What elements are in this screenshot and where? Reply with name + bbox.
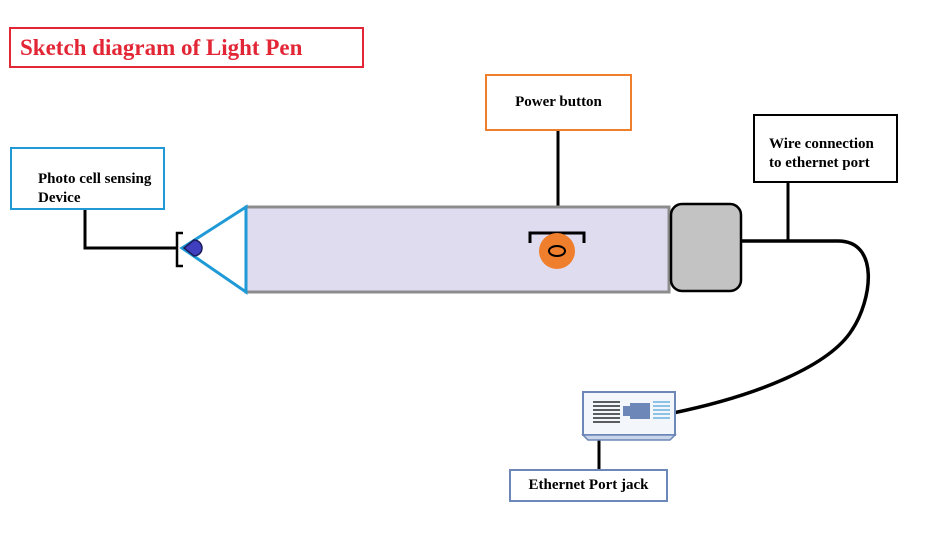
photo-cell-label-line2: Device xyxy=(38,190,81,206)
wire-connection-label: Wire connection to ethernet port xyxy=(753,114,898,183)
ethernet-jack-icon xyxy=(581,391,677,441)
sensor-bracket xyxy=(175,231,183,268)
pen-cap xyxy=(669,202,743,293)
power-button-ring xyxy=(548,245,566,257)
photo-cell-label-line1: Photo cell sensing xyxy=(38,171,152,187)
photo-cell-connector xyxy=(83,210,178,250)
photo-cell-sensor-icon xyxy=(182,239,203,257)
photo-cell-label: Photo cell sensing Device xyxy=(10,147,165,210)
wire-label-line1: Wire connection xyxy=(769,136,874,152)
pen-tip-cone xyxy=(179,204,248,295)
power-button-icon[interactable] xyxy=(539,233,575,269)
ethernet-cable xyxy=(672,239,870,415)
pen-body xyxy=(244,205,671,294)
diagram-title: Sketch diagram of Light Pen xyxy=(9,27,364,68)
wire-label-line2: to ethernet port xyxy=(769,155,870,171)
power-button-label: Power button xyxy=(485,74,632,131)
ethernet-jack-label: Ethernet Port jack xyxy=(509,469,668,502)
